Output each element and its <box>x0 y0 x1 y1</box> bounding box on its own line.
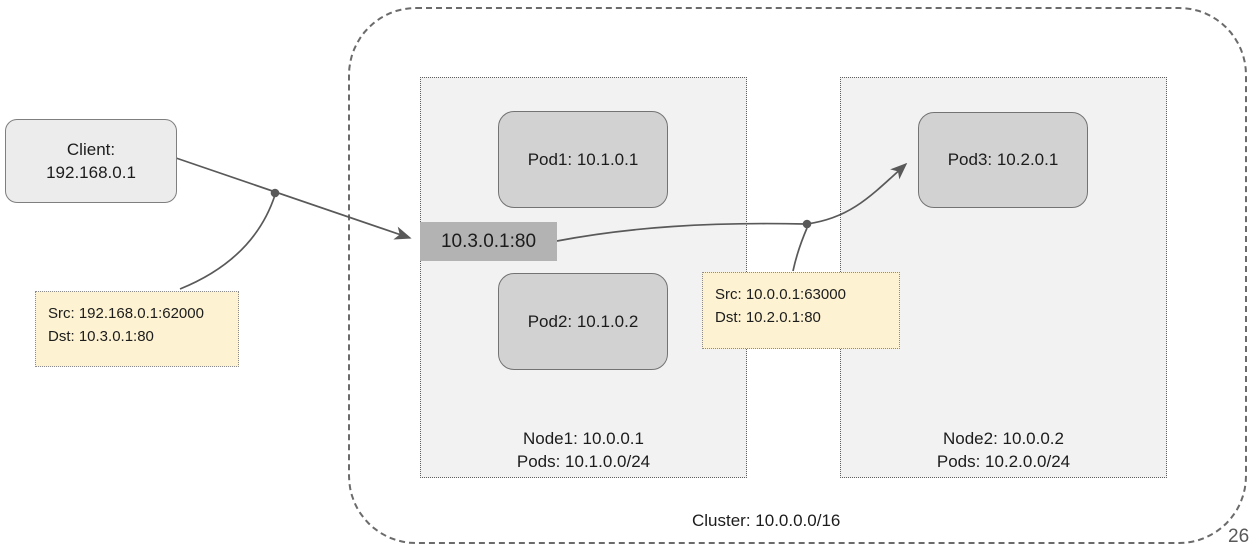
node1-caption-line2: Pods: 10.1.0.0/24 <box>516 452 651 471</box>
pod2-label: Pod2: 10.1.0.2 <box>527 311 639 331</box>
node2-caption-line1: Node2: 10.0.0.2 <box>943 429 1064 448</box>
pod1-label: Pod1: 10.1.0.1 <box>527 149 639 169</box>
node1-caption: Node1: 10.0.0.1 Pods: 10.1.0.0/24 <box>421 427 746 473</box>
node2-caption: Node2: 10.0.0.2 Pods: 10.2.0.0/24 <box>841 427 1166 473</box>
pod1-box: Pod1: 10.1.0.1 <box>498 111 668 208</box>
cluster-label: Cluster: 10.0.0.0/16 <box>692 511 841 530</box>
page-number: 26 <box>1228 526 1250 547</box>
packet-note-1-dst: Dst: 10.3.0.1:80 <box>48 328 154 345</box>
client-box: Client: 192.168.0.1 <box>5 119 177 203</box>
packet-note-2: Src: 10.0.0.1:63000 Dst: 10.2.0.1:80 <box>702 272 900 349</box>
client-label-line1: Client: <box>66 140 116 159</box>
cluster-boundary <box>348 7 1247 544</box>
packet-note-1: Src: 192.168.0.1:62000 Dst: 10.3.0.1:80 <box>35 291 239 367</box>
branch1-dot <box>270 188 280 198</box>
pod3-box: Pod3: 10.2.0.1 <box>918 112 1088 208</box>
service-vip-box: 10.3.0.1:80 <box>420 222 557 261</box>
node2-caption-line2: Pods: 10.2.0.0/24 <box>936 452 1071 471</box>
service-vip-label: 10.3.0.1:80 <box>440 230 537 252</box>
client-label-line2: 192.168.0.1 <box>46 163 136 182</box>
pod3-label: Pod3: 10.2.0.1 <box>947 150 1059 169</box>
pod2-box: Pod2: 10.1.0.2 <box>498 273 668 370</box>
node1-caption-line1: Node1: 10.0.0.1 <box>523 429 644 448</box>
branch1-to-note1-connector <box>179 194 276 290</box>
packet-note-2-src: Src: 10.0.0.1:63000 <box>715 286 846 303</box>
packet-note-1-src: Src: 192.168.0.1:62000 <box>48 305 204 322</box>
packet-note-2-dst: Dst: 10.2.0.1:80 <box>715 309 821 326</box>
